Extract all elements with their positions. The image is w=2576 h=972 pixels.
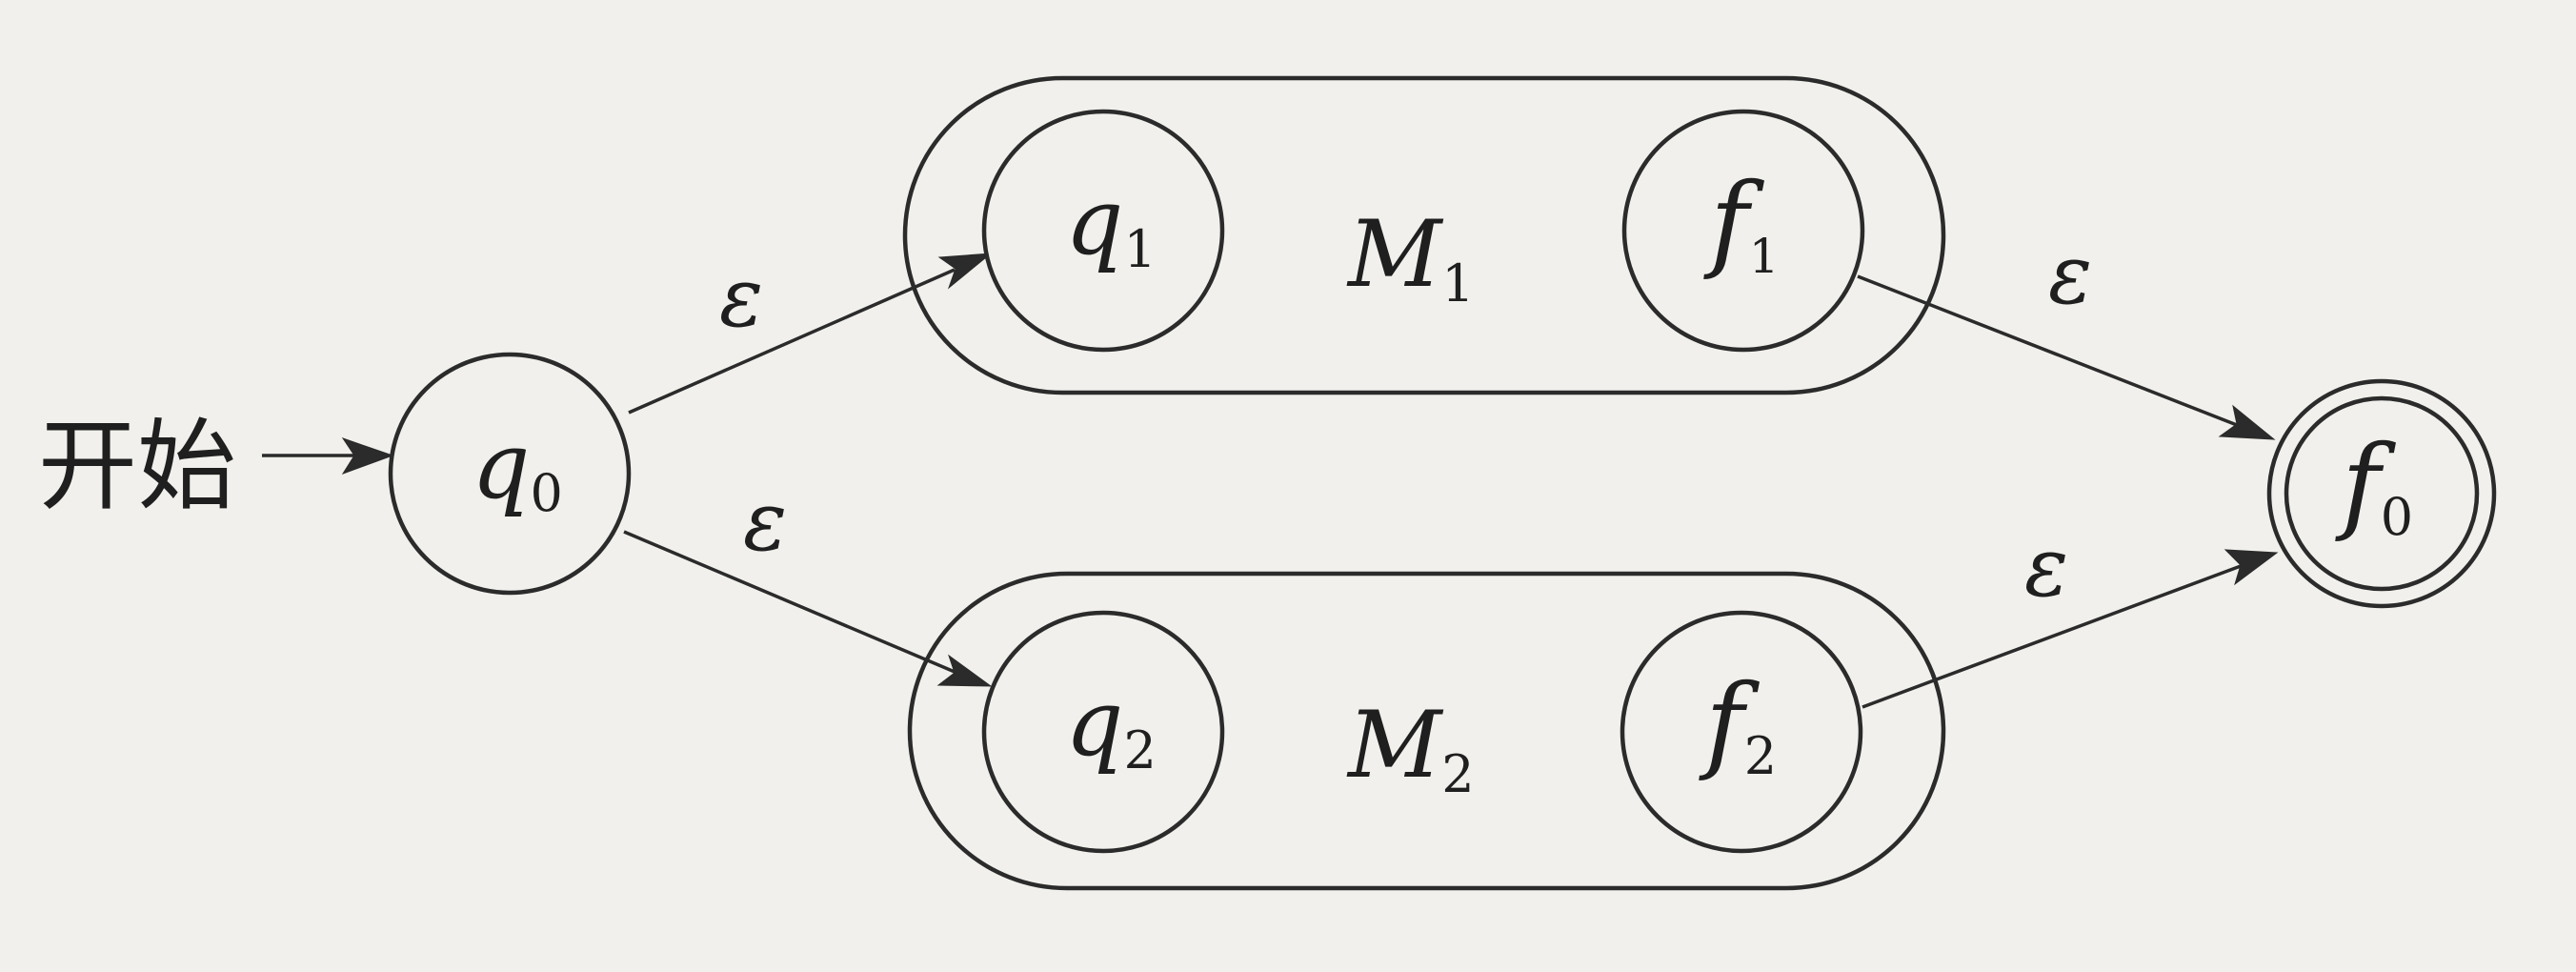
- machine-m2-label: M2: [1346, 692, 1475, 804]
- start-label: 开始: [38, 408, 236, 524]
- edge-f1-f0-label: ε: [2048, 228, 2092, 323]
- state-q0-label: q0: [472, 413, 563, 523]
- edge-q0-q1: [628, 268, 956, 415]
- machine-m1-container: [902, 75, 1946, 395]
- edge-q0-q2: [623, 530, 956, 674]
- start-arrowhead: [341, 437, 394, 475]
- edge-q0-q2-label: ε: [743, 475, 787, 570]
- edge-f1-f0: [1857, 274, 2238, 427]
- edge-q0-q2-arrowhead: [936, 654, 993, 687]
- edge-f2-f0-label: ε: [2024, 520, 2068, 616]
- edge-f1-f0-arrowhead: [2218, 404, 2276, 440]
- state-q0: [388, 352, 632, 596]
- state-q2-label: q2: [1065, 670, 1157, 780]
- edge-f2-f0: [1862, 564, 2242, 709]
- state-q1: [981, 109, 1225, 353]
- machine-m2-container: [907, 571, 1946, 891]
- edge-f2-f0-arrowhead: [2224, 549, 2279, 586]
- edge-q0-q1-label: ε: [719, 251, 763, 346]
- state-q2: [981, 610, 1225, 854]
- state-f1: [1621, 109, 1865, 353]
- state-q1-label: q1: [1065, 169, 1157, 279]
- edge-q0-q1-arrowhead: [937, 253, 993, 290]
- machine-m1-label: M1: [1346, 201, 1475, 314]
- state-f0-inner: [2284, 395, 2480, 592]
- state-f2: [1620, 610, 1863, 854]
